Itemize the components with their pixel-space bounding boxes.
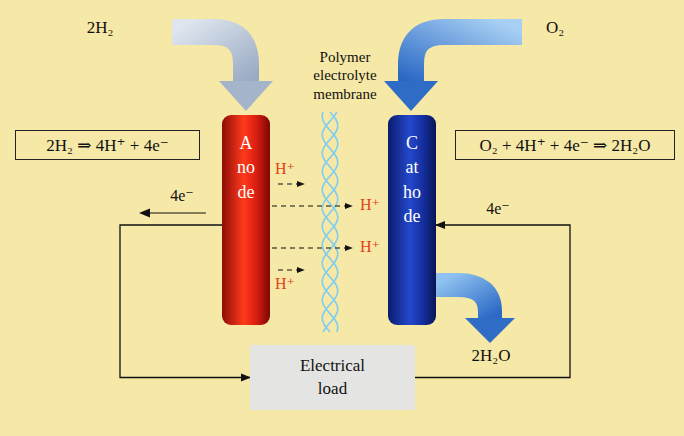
equation-box: O₂ + 4H⁺ + 4e⁻ ⇒ 2H₂O xyxy=(455,130,675,160)
water-arrow-body xyxy=(436,285,490,319)
proton-label-box: H⁺ xyxy=(357,196,383,214)
proton-arrow xyxy=(278,183,304,184)
membrane-label-box: Polymer electrolyte membrane xyxy=(295,48,395,103)
hydrogen-inflow-arrow xyxy=(172,32,273,111)
proton-arrows xyxy=(272,184,352,270)
proton-label: H⁺ xyxy=(275,275,295,292)
membrane-waves xyxy=(322,112,337,332)
proton-label-box: H⁺ xyxy=(272,160,298,178)
oxygen-arrow-head xyxy=(384,81,438,111)
electron-flow-label: 4e⁻ xyxy=(486,200,510,217)
electron-arrow-head xyxy=(139,209,150,218)
electron-arrow-line xyxy=(148,212,206,213)
equation-box: 2H₂ ⇒ 4H⁺ + 4e⁻ xyxy=(15,130,200,160)
proton-arrow xyxy=(272,205,352,206)
proton-label: H⁺ xyxy=(275,160,295,177)
electron-direction-arrow xyxy=(139,209,206,218)
hydrogen-arrow-body xyxy=(172,32,246,82)
product-label: 2H₂O xyxy=(472,346,511,365)
membrane-label: Polymer electrolyte membrane xyxy=(313,49,376,102)
reactant-label: 2H₂ xyxy=(87,18,114,37)
water-arrow-head xyxy=(465,318,515,343)
electrical-load-box: Electrical load xyxy=(250,345,415,410)
reactant-label-box: 2H₂ xyxy=(70,18,130,38)
electron-flow-label: 4e⁻ xyxy=(170,187,194,204)
electron-flow-label-box: 4e⁻ xyxy=(476,199,520,218)
proton-label: H⁺ xyxy=(360,238,380,255)
reactant-label: O₂ xyxy=(546,18,564,37)
proton-label-box: H⁺ xyxy=(357,238,383,256)
node-text: O₂ + 4H⁺ + 4e⁻ ⇒ 2H₂O xyxy=(480,135,651,156)
membrane-wave xyxy=(322,112,337,332)
hydrogen-arrow-head xyxy=(219,81,273,111)
node-text: 2H₂ ⇒ 4H⁺ + 4e⁻ xyxy=(46,135,168,156)
cathode-electrode: Cathode xyxy=(388,115,436,325)
node-text: Cathode xyxy=(403,131,421,325)
node-text: Electrical load xyxy=(287,355,379,399)
water-outflow-arrow xyxy=(436,285,515,343)
reactant-label-box: O₂ xyxy=(528,18,582,38)
proton-arrow xyxy=(278,269,304,270)
node-text: Anode xyxy=(237,131,255,325)
circuit-wire xyxy=(415,225,570,378)
oxygen-arrow-body xyxy=(411,32,522,82)
anode-electrode: Anode xyxy=(222,115,270,325)
product-label-box: 2H₂O xyxy=(464,346,518,366)
proton-arrow xyxy=(272,247,352,248)
proton-label: H⁺ xyxy=(360,196,380,213)
membrane-wave xyxy=(322,112,337,332)
proton-label-box: H⁺ xyxy=(272,275,298,293)
electron-flow-label-box: 4e⁻ xyxy=(160,186,204,205)
membrane-wave xyxy=(322,112,337,332)
oxygen-inflow-arrow xyxy=(384,32,522,111)
